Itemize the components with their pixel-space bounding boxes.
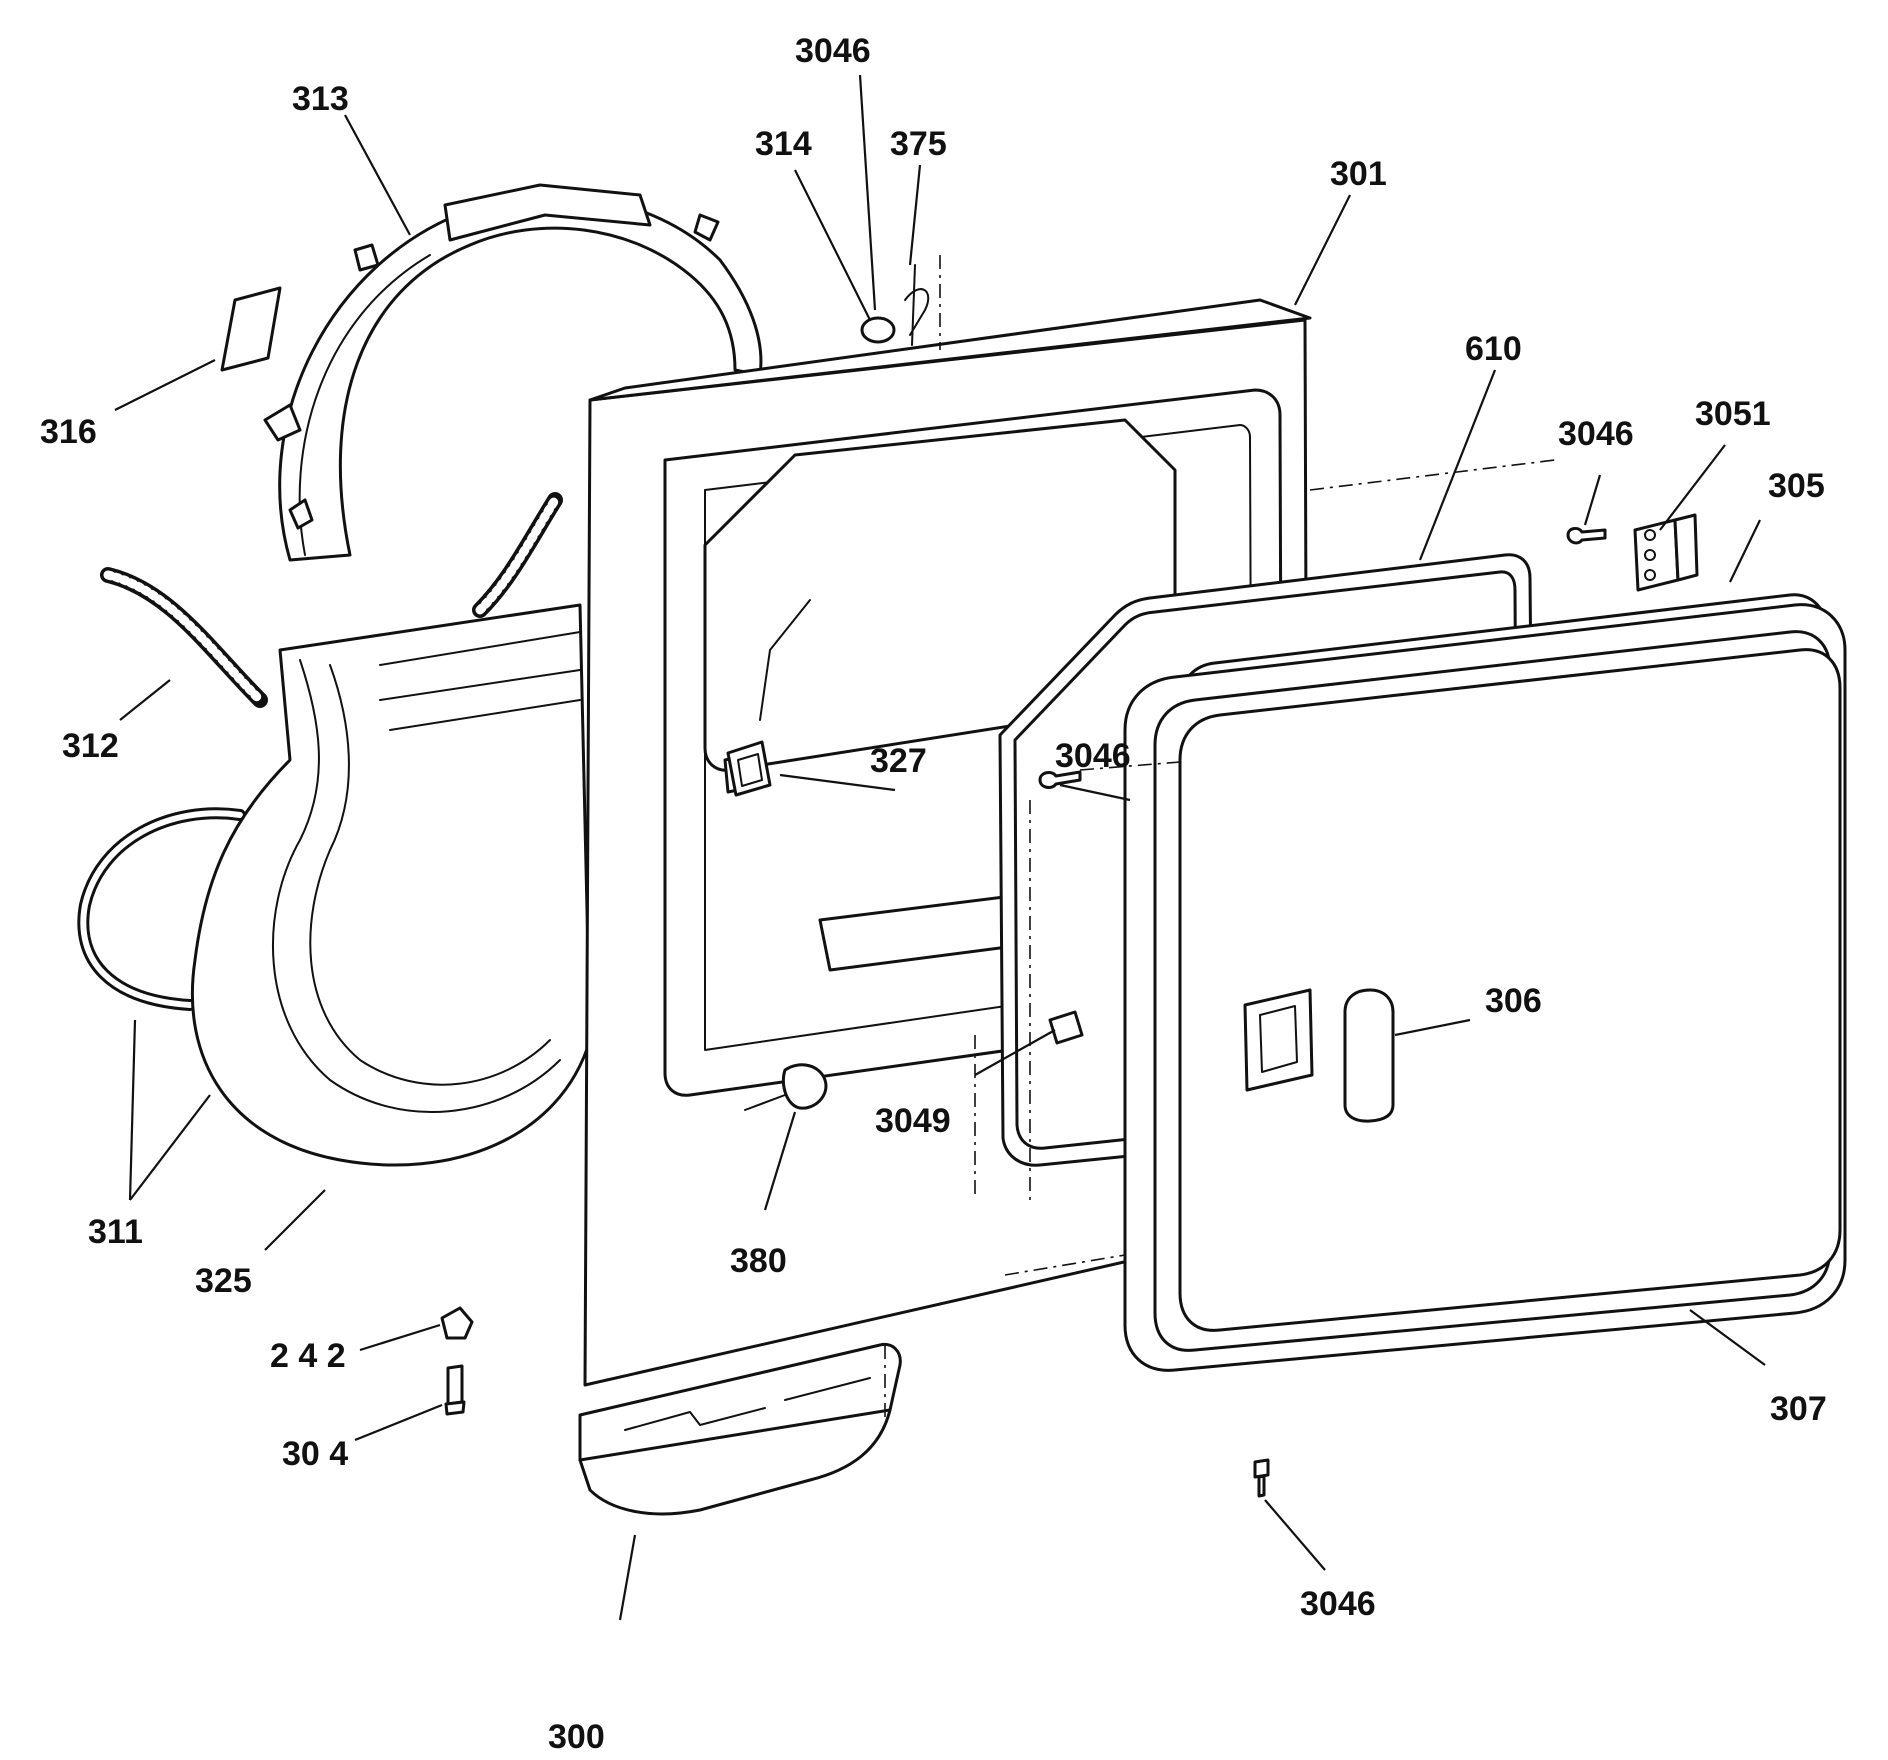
callout-3046-right: 3046 [1558, 415, 1634, 453]
callout-327: 327 [870, 742, 927, 780]
part-311-ring [77, 807, 246, 1011]
callout-242: 2 4 2 [270, 1337, 346, 1375]
callout-311: 311 [88, 1213, 143, 1251]
part-314-375-latch [860, 264, 930, 346]
callout-3046-door: 3046 [1055, 737, 1131, 775]
part-3046-screw-door [1038, 770, 1082, 789]
callout-300: 300 [548, 1718, 605, 1756]
part-307-outer-door [1123, 603, 1847, 1372]
part-313-upper-bulkhead [263, 183, 763, 562]
callout-305: 305 [1768, 467, 1825, 505]
callout-304: 30 4 [282, 1435, 348, 1473]
callout-301: 301 [1330, 155, 1387, 193]
assembly-lines [884, 255, 1556, 1420]
callout-306: 306 [1485, 982, 1542, 1020]
part-312-gasket [100, 492, 563, 708]
callout-312: 312 [62, 727, 119, 765]
callout-3046-top: 3046 [795, 32, 871, 70]
part-3049-clip [1048, 1010, 1084, 1045]
callout-380: 380 [730, 1242, 787, 1280]
callout-labels: 3046 313 314 375 301 610 3046 3051 305 3… [40, 32, 1827, 1756]
callout-307: 307 [1770, 1390, 1827, 1428]
leader-lines [114, 74, 1766, 1621]
part-325-lower-bulkhead [190, 603, 592, 1167]
callout-3046-bottom: 3046 [1300, 1585, 1376, 1623]
part-3046-screw-bottom [1253, 1458, 1270, 1498]
part-304-screw [444, 1364, 466, 1416]
part-327-switch [726, 740, 772, 797]
callout-325: 325 [195, 1262, 252, 1300]
part-300-control-console [578, 1342, 902, 1516]
callout-313: 313 [292, 80, 349, 118]
callout-314: 314 [755, 125, 812, 163]
part-316-strip [220, 286, 282, 372]
callout-316: 316 [40, 413, 97, 451]
callout-610: 610 [1465, 330, 1522, 368]
part-306-handle [1343, 988, 1395, 1123]
part-3046-screw-right [1566, 526, 1607, 545]
part-242-nut [440, 1306, 474, 1340]
part-3051-hinge [1633, 513, 1699, 592]
callout-375: 375 [890, 125, 947, 163]
callout-3049: 3049 [875, 1102, 951, 1140]
callout-3051: 3051 [1695, 395, 1771, 433]
